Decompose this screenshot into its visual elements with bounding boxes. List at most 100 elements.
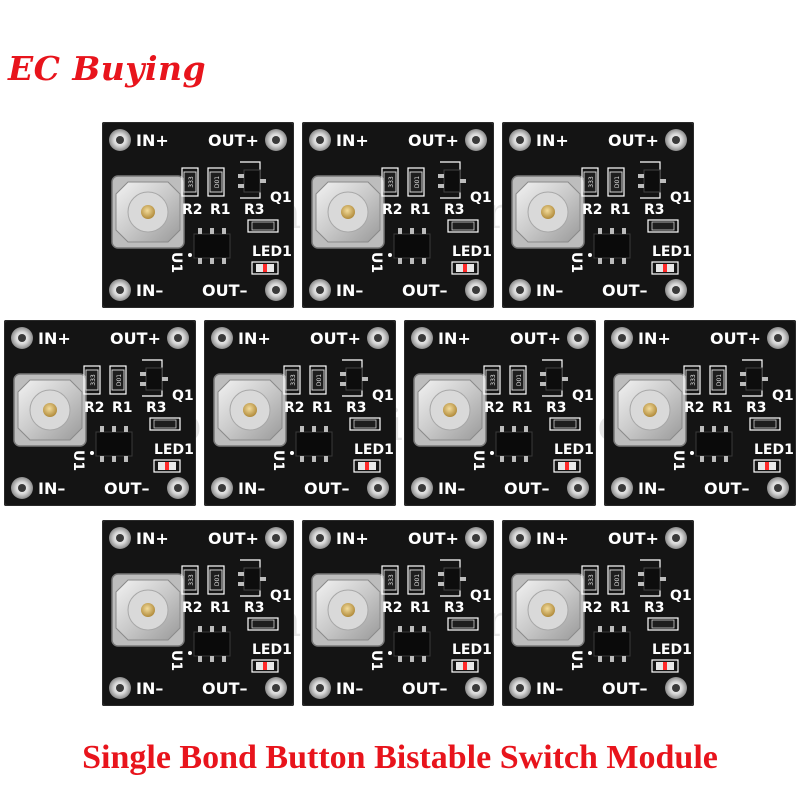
solder-pad-top-left [11,327,33,349]
led1-indicator [553,459,581,473]
pcb-board-graphic: IN+ OUT+ IN– OUT– 333 D01 R2 R1 R3 [301,121,495,309]
brand-logo-text: EC Buying [8,49,207,88]
solder-pad-top-right [665,129,687,151]
solder-pad-bottom-right [767,477,789,499]
product-caption: Single Bond Button Bistable Switch Modul… [82,739,718,776]
solder-pad-top-left [309,527,331,549]
switch-module-board-9: IN+ OUT+ IN– OUT– 333 D01 R2 R1 R3 [301,519,495,707]
label-u1: U1 [168,650,184,671]
label-in-minus: IN– [38,479,65,498]
label-q1: Q1 [270,588,292,604]
label-q1: Q1 [372,388,394,404]
label-in-minus: IN– [536,679,563,698]
u1-ic-chip [588,228,631,264]
tactile-push-button [13,373,87,447]
label-led1: LED1 [452,244,492,260]
solder-pad-bottom-left [509,677,531,699]
label-r3: R3 [444,202,465,218]
label-r1: R1 [112,400,133,416]
switch-module-board-4: IN+ OUT+ IN– OUT– 333 D01 R2 R1 R3 [3,319,197,507]
label-in-plus: IN+ [336,529,369,548]
led1-indicator [451,261,479,275]
pcb-board-graphic: IN+ OUT+ IN– OUT– 333 D01 R2 R1 R3 [101,121,295,309]
solder-pad-top-right [465,527,487,549]
label-out-minus: OUT– [602,281,648,300]
resistor-code-r1: D01 [214,176,221,188]
resistor-code-r2: 333 [188,176,195,188]
label-r1: R1 [712,400,733,416]
label-r2: R2 [382,600,403,616]
label-r1: R1 [410,600,431,616]
solder-pad-top-left [109,129,131,151]
label-r1: R1 [610,202,631,218]
label-r3: R3 [146,400,167,416]
solder-pad-bottom-left [509,279,531,301]
resistor-code-r2: 333 [188,574,195,586]
solder-pad-bottom-right [665,677,687,699]
label-out-minus: OUT– [202,679,248,698]
pcb-board-graphic: IN+ OUT+ IN– OUT– 333 D01 R2 R1 R3 [301,519,495,707]
label-out-minus: OUT– [304,479,350,498]
label-out-plus: OUT+ [408,529,459,548]
pcb-board-graphic: IN+ OUT+ IN– OUT– 333 D01 R2 R1 R3 [101,519,295,707]
label-out-plus: OUT+ [208,131,259,150]
u1-ic-chip [490,426,533,462]
label-r1: R1 [312,400,333,416]
label-u1: U1 [168,252,184,273]
label-u1: U1 [470,450,486,471]
label-out-minus: OUT– [504,479,550,498]
u1-ic-chip [188,228,231,264]
label-led1: LED1 [754,442,794,458]
label-u1: U1 [270,450,286,471]
label-in-minus: IN– [336,281,363,300]
label-out-plus: OUT+ [208,529,259,548]
label-r3: R3 [244,600,265,616]
switch-module-board-3: IN+ OUT+ IN– OUT– 333 D01 R2 R1 R3 [501,121,695,309]
solder-pad-top-left [411,327,433,349]
solder-pad-bottom-right [167,477,189,499]
u1-ic-chip [388,228,431,264]
led1-indicator [353,459,381,473]
switch-module-board-1: IN+ OUT+ IN– OUT– 333 D01 R2 R1 R3 [101,121,295,309]
label-u1: U1 [70,450,86,471]
u1-ic-chip [290,426,333,462]
label-led1: LED1 [354,442,394,458]
label-out-minus: OUT– [104,479,150,498]
pcb-board-graphic: IN+ OUT+ IN– OUT– 333 D01 R2 R1 R3 [3,319,197,507]
label-in-minus: IN– [638,479,665,498]
solder-pad-bottom-left [211,477,233,499]
label-q1: Q1 [772,388,794,404]
tactile-push-button [511,573,585,647]
resistor-code-r2: 333 [388,176,395,188]
switch-module-board-10: IN+ OUT+ IN– OUT– 333 D01 R2 R1 R3 [501,519,695,707]
label-in-plus: IN+ [536,529,569,548]
solder-pad-top-right [767,327,789,349]
label-out-plus: OUT+ [510,329,561,348]
label-q1: Q1 [670,190,692,206]
solder-pad-top-right [167,327,189,349]
label-r2: R2 [182,202,203,218]
solder-pad-bottom-left [109,677,131,699]
solder-pad-bottom-right [465,677,487,699]
label-led1: LED1 [652,642,692,658]
pcb-board-graphic: IN+ OUT+ IN– OUT– 333 D01 R2 R1 R3 [603,319,797,507]
tactile-push-button [511,175,585,249]
solder-pad-bottom-left [309,279,331,301]
label-out-plus: OUT+ [710,329,761,348]
label-r2: R2 [284,400,305,416]
switch-module-board-8: IN+ OUT+ IN– OUT– 333 D01 R2 R1 R3 [101,519,295,707]
label-u1: U1 [568,650,584,671]
u1-ic-chip [388,626,431,662]
label-out-minus: OUT– [202,281,248,300]
label-led1: LED1 [452,642,492,658]
led1-indicator [651,261,679,275]
led1-indicator [251,261,279,275]
tactile-push-button [613,373,687,447]
solder-pad-top-right [367,327,389,349]
label-in-plus: IN+ [536,131,569,150]
label-r3: R3 [444,600,465,616]
solder-pad-bottom-left [611,477,633,499]
label-in-plus: IN+ [136,131,169,150]
label-out-minus: OUT– [402,281,448,300]
solder-pad-bottom-right [665,279,687,301]
